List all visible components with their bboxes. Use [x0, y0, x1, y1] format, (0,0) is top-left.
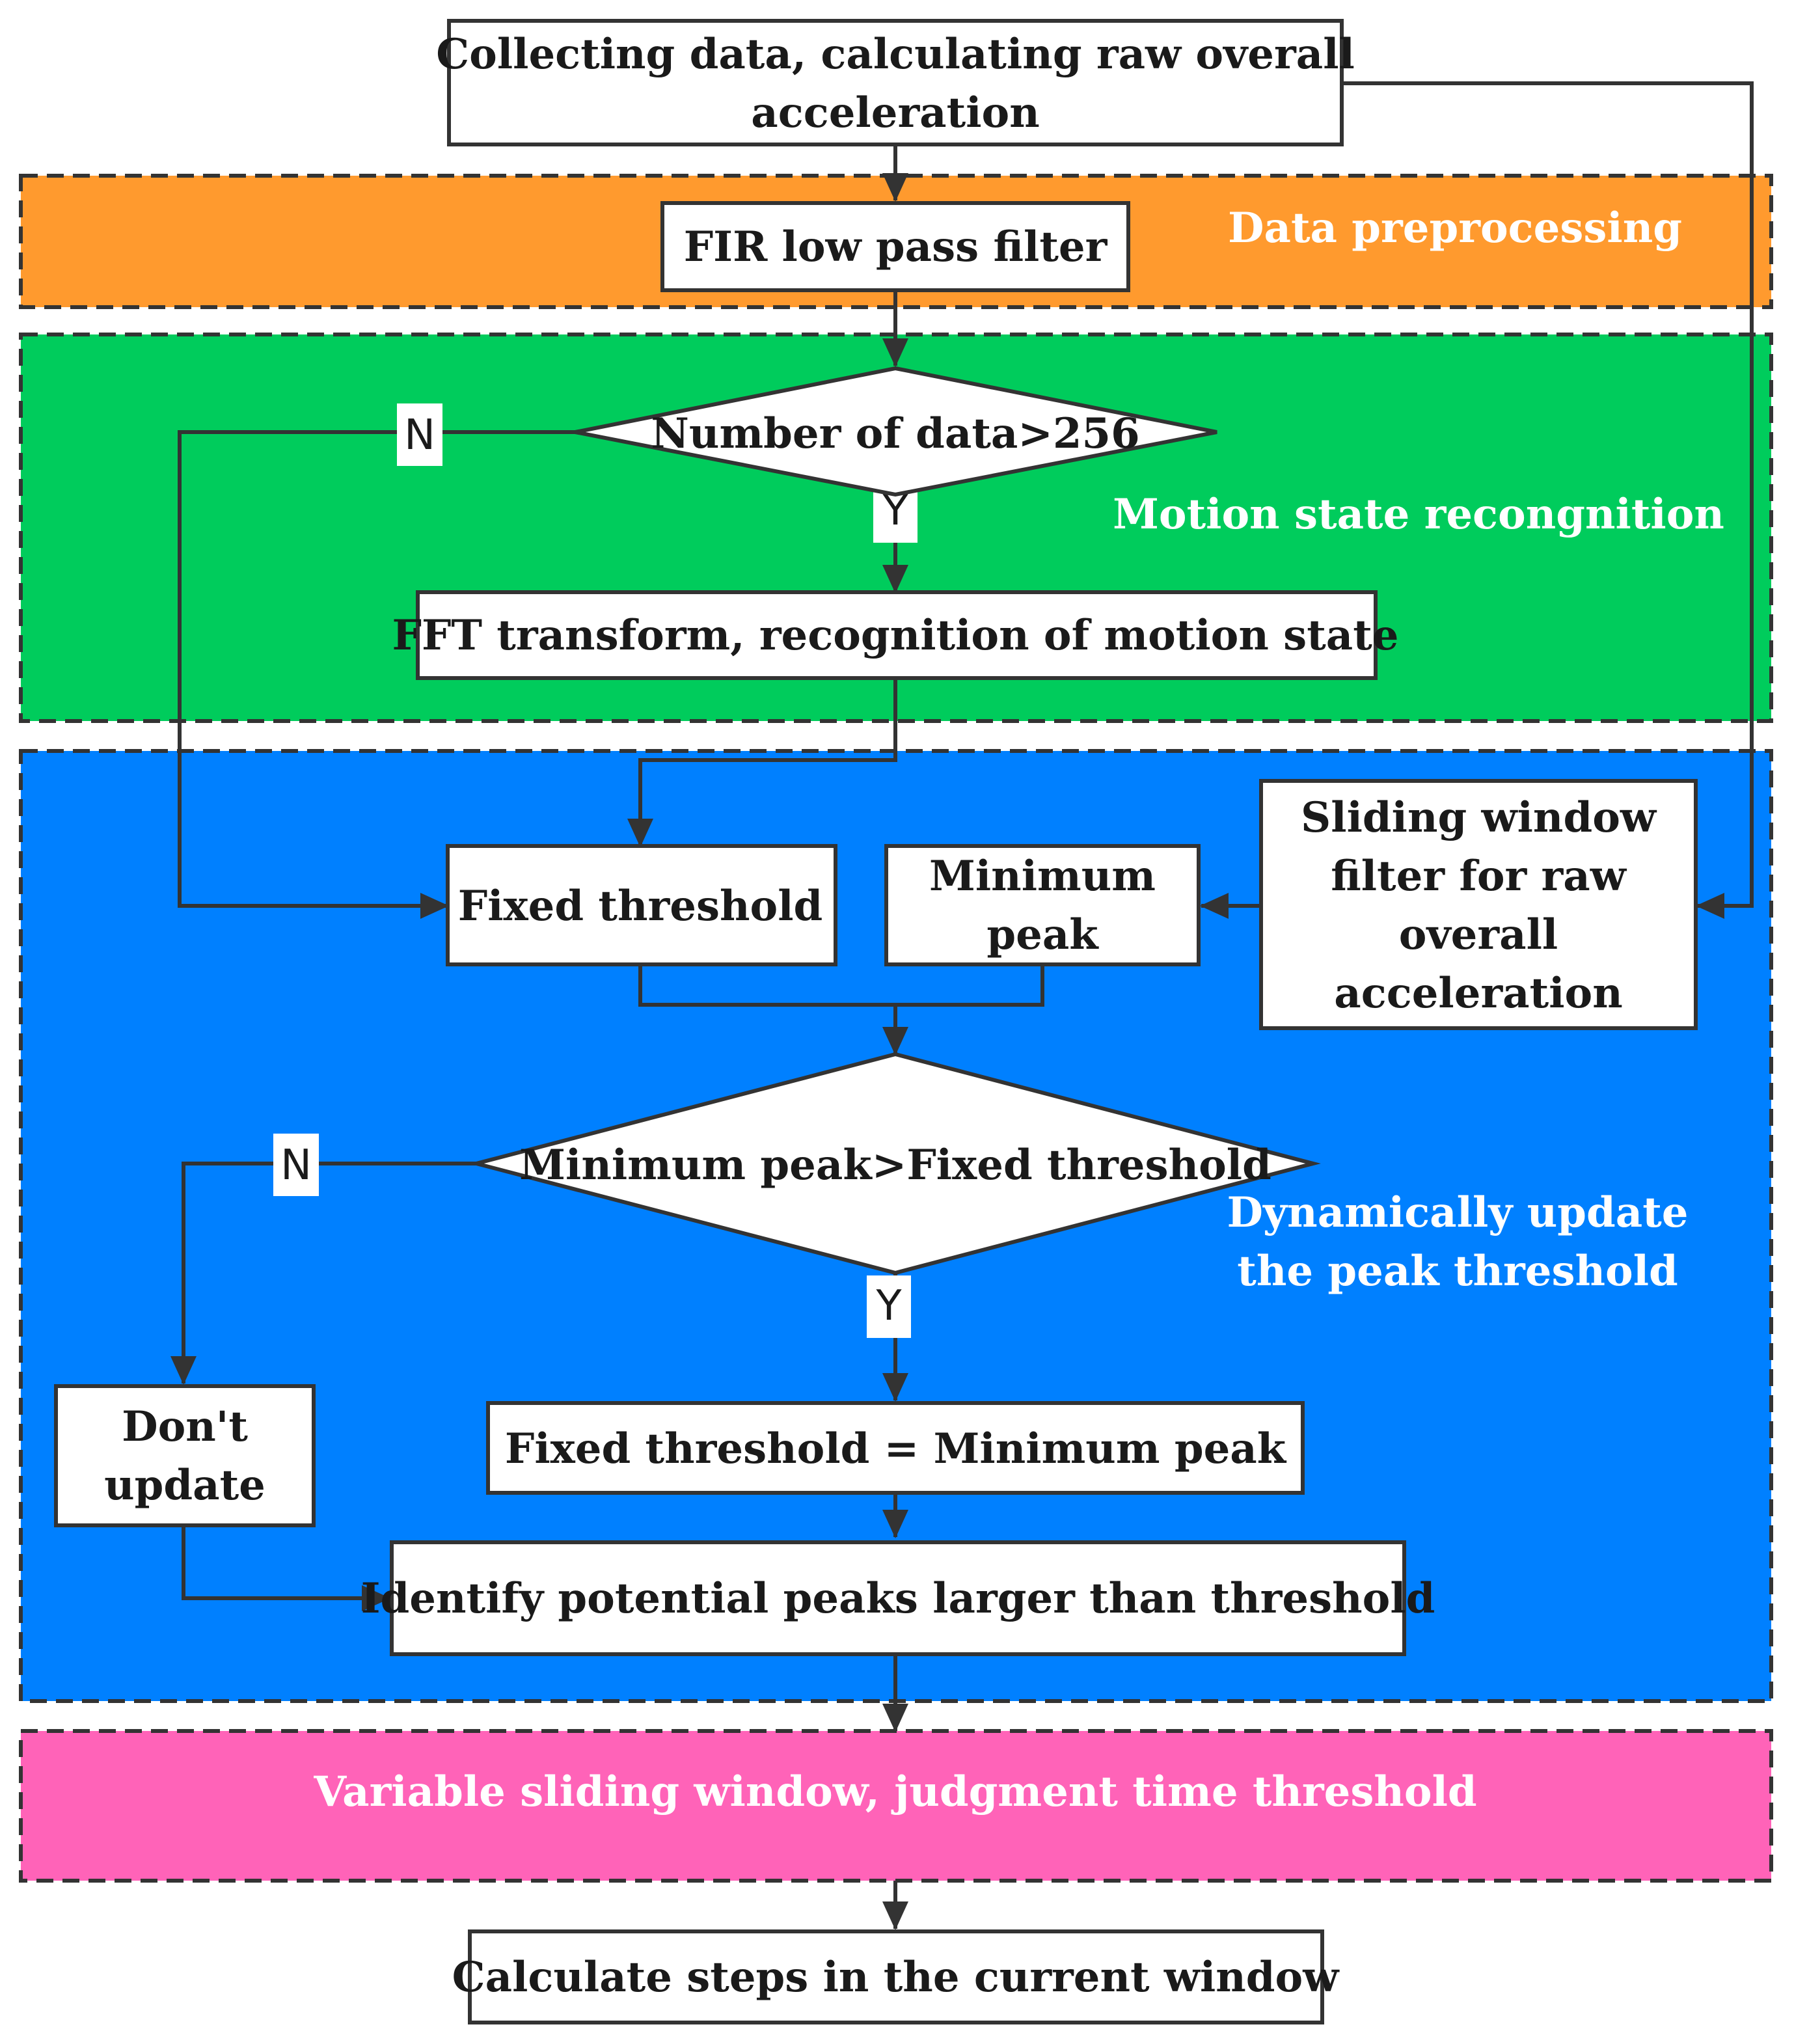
text-line: FIR low pass filter [684, 223, 1108, 271]
edge-collect-to-sliding-filter [1342, 81, 1754, 919]
text-line: Number of data>256 [651, 409, 1139, 458]
collect-data-box [447, 19, 1344, 146]
fft-box [416, 590, 1378, 680]
text-line: Fixed threshold = Minimum peak [505, 1424, 1287, 1473]
assign-threshold-box [486, 1401, 1305, 1495]
fir-filter-box [660, 201, 1130, 292]
fft-text: FFT transform, recognition of motion sta… [392, 611, 1399, 660]
collect-data-text: Collecting data, calculating raw overall… [436, 30, 1355, 137]
text-line: Don't [122, 1402, 248, 1451]
edge-decision-no-to-fixed-threshold [178, 430, 575, 919]
edge-fft-to-fixed-threshold [627, 678, 897, 847]
text-line: FFT transform, recognition of motion sta… [392, 611, 1399, 660]
dont-update-box [54, 1384, 316, 1527]
dont-update-text: Don't update [104, 1402, 265, 1510]
decision-peak-yes-label: Y [875, 1282, 902, 1330]
data-count-decision [575, 366, 1217, 497]
sliding-window-filter-text: Sliding window filter for raw overall accel… [1301, 793, 1657, 1018]
connectors [170, 81, 1754, 1930]
text-line: Calculate steps in the current window [452, 1953, 1340, 2002]
text-line: Dynamically update [1227, 1188, 1688, 1237]
minimum-peak-box [884, 844, 1201, 966]
text-line: Motion state recongnition [1113, 490, 1724, 539]
sliding-window-band [19, 1729, 1773, 1883]
text-line: Fixed threshold [458, 882, 823, 931]
text-line: update [104, 1461, 265, 1510]
no-label-background [397, 403, 442, 466]
sliding-window-filter-box [1259, 779, 1698, 1030]
fir-filter-text: FIR low pass filter [684, 223, 1108, 271]
text-line: Sliding window [1301, 793, 1657, 842]
edge-thresholds-merge [638, 964, 1044, 1007]
text-line: peak [986, 910, 1099, 959]
calculate-steps-text: Calculate steps in the current window [452, 1953, 1340, 2002]
fixed-threshold-box [446, 844, 837, 966]
edge-dont-update-to-identify [182, 1525, 390, 1611]
text-line: Variable sliding window, judgment time t… [313, 1767, 1476, 1816]
identify-peaks-box [390, 1540, 1406, 1656]
peak-threshold-decision-text: Minimum peak>Fixed threshold [519, 1141, 1271, 1190]
calculate-steps-box [468, 1929, 1324, 2024]
text-line: overall [1399, 910, 1558, 959]
decision-peak-no-label: N [280, 1141, 312, 1190]
fixed-threshold-text: Fixed threshold [458, 882, 823, 931]
minimum-peak-text: Minimum peak [929, 852, 1156, 959]
peak-threshold-decision [469, 1052, 1321, 1275]
preprocessing-band-title: Data preprocessing [1228, 204, 1682, 252]
yes-label-background-2 [867, 1275, 911, 1338]
text-line: filter for raw [1331, 852, 1627, 901]
text-line: Minimum peak>Fixed threshold [519, 1141, 1271, 1190]
text-line: the peak threshold [1237, 1247, 1678, 1296]
text-line: acceleration [1334, 969, 1622, 1018]
edge-peak-decision-no-to-dont-update [170, 1162, 476, 1385]
no-label-background-2 [273, 1134, 319, 1196]
sliding-window-band-title: Variable sliding window, judgment time t… [313, 1767, 1476, 1816]
identify-peaks-text: Identify potential peaks larger than thr… [361, 1574, 1435, 1623]
text-line: Identify potential peaks larger than thr… [361, 1574, 1435, 1623]
text-line: acceleration [751, 89, 1039, 137]
update-band-title: Dynamically update the peak threshold [1227, 1188, 1688, 1296]
text-line: Minimum [929, 852, 1156, 901]
data-count-decision-text: Number of data>256 [651, 409, 1139, 458]
text-line: Data preprocessing [1228, 204, 1682, 252]
assign-threshold-text: Fixed threshold = Minimum peak [505, 1424, 1287, 1473]
recognition-band-title: Motion state recongnition [1113, 490, 1724, 539]
text-line: Collecting data, calculating raw overall [436, 30, 1355, 79]
decision-256-no-label: N [404, 411, 435, 459]
